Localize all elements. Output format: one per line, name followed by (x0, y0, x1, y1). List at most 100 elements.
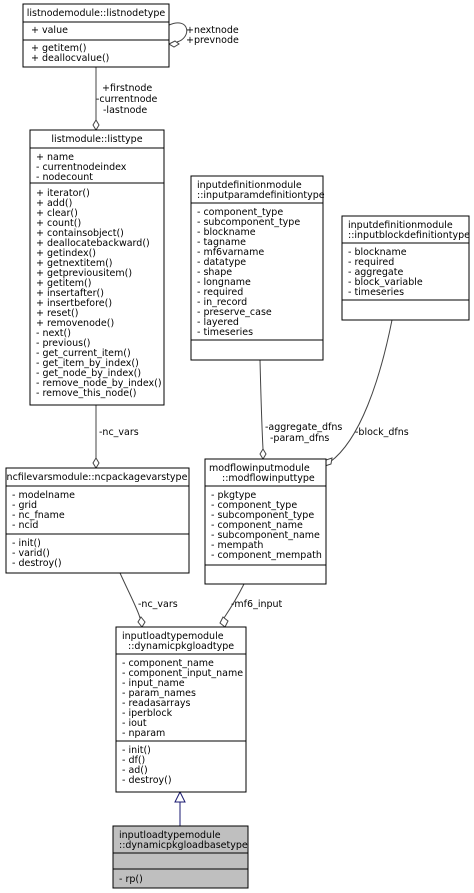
method: + insertbefore() (36, 298, 112, 309)
class-title: listmodule::listtype (51, 134, 142, 145)
diamond-dynamicpkg-ncvars (137, 616, 146, 628)
attribute: - layered (197, 317, 239, 328)
edge-labels: +nextnode +prevnode +firstnode -currentn… (96, 25, 409, 610)
method: - varid() (12, 548, 50, 559)
method: - get_current_item() (36, 348, 131, 359)
class-box-listtype: listmodule::listtype + name - currentnod… (29, 129, 165, 406)
class-title: ::dynamicpkgloadbasetype (119, 840, 248, 851)
class-title-dynamicpkgloadtype: inputloadtypemodule ::dynamicpkgloadtype (122, 631, 234, 652)
edge-label-firstnode: +firstnode (102, 83, 152, 94)
attribute: - component_type (211, 500, 297, 511)
attribute: - datatype (197, 257, 246, 268)
attribute: - grid (12, 500, 37, 511)
attribute: - longname (197, 277, 251, 288)
class-box-inputparamdefinitiontype: inputdefinitionmodule ::inputparamdefini… (190, 175, 325, 361)
class-box-inputblockdefinitiontype: inputdefinitionmodule ::inputblockdefini… (341, 215, 470, 321)
inheritance-arrowhead (174, 790, 186, 803)
attribute: - subcomponent_type (197, 217, 300, 228)
method: + iterator() (36, 188, 90, 199)
class-box-ncpackagevarstype: ncfilevarsmodule::ncpackagevarstype - mo… (5, 467, 190, 574)
class-methods-listnodetype: + getitem() + deallocvalue() (31, 43, 109, 64)
attribute: - component_input_name (122, 668, 243, 679)
edge-label-param-dfns: -param_dfns (270, 433, 329, 444)
method: + getnextitem() (36, 258, 113, 269)
class-methods-dynamicpkgloadtype: - init() - df() - ad() - destroy() (122, 745, 172, 786)
class-title: ncfilevarsmodule::ncpackagevarstype (7, 472, 188, 483)
edge-label-lastnode: -lastnode (103, 105, 147, 116)
attribute: - in_record (197, 297, 247, 308)
attribute: - component_name (211, 520, 303, 531)
attribute: - modelname (12, 490, 75, 501)
method: + deallocvalue() (31, 53, 109, 64)
method: + reset() (36, 308, 78, 319)
method: - remove_this_node() (36, 388, 136, 399)
edge-block-modflowinput (329, 319, 393, 463)
method: - remove_node_by_index() (36, 378, 162, 389)
method: + insertafter() (36, 288, 104, 299)
class-title: ::inputparamdefinitiontype (197, 190, 325, 201)
class-title-listtype: listmodule::listtype (51, 134, 142, 145)
class-title: ::inputblockdefinitiontype (348, 230, 470, 241)
class-methods-listtype: + iterator() + add() + clear() + count()… (36, 188, 162, 399)
edge-label-nc-vars-upper: -nc_vars (99, 427, 139, 438)
diamond-dynamicpkg-mf6input (219, 616, 229, 628)
attribute: - mempath (211, 540, 263, 551)
attribute: - param_names (122, 688, 196, 699)
class-title-inputblockdefinitiontype: inputdefinitionmodule ::inputblockdefini… (348, 220, 470, 241)
attribute: - pkgtype (211, 490, 256, 501)
class-methods-dynamicpkgloadbasetype: - rp() (119, 874, 143, 885)
edge-label-prevnode: +prevnode (186, 35, 239, 46)
method: + count() (36, 218, 81, 229)
edge-label-nc-vars-lower: -nc_vars (138, 599, 178, 610)
attribute: - required (348, 257, 394, 268)
attribute: - currentnodeindex (36, 162, 127, 173)
class-box-dynamicpkgloadbasetype: inputloadtypemodule ::dynamicpkgloadbase… (112, 825, 249, 889)
attribute: - blockname (348, 247, 407, 258)
class-attributes-modflowinputtype: - pkgtype - component_type - subcomponen… (211, 490, 322, 561)
method: + getitem() (36, 278, 91, 289)
method: - init() (12, 538, 41, 549)
class-title: inputdefinitionmodule (348, 220, 453, 231)
class-attributes-listtype: + name - currentnodeindex - nodecount (36, 152, 127, 183)
attribute: - component_type (197, 207, 283, 218)
method: - previous() (36, 338, 90, 349)
edge-label-nextnode: +nextnode (186, 25, 239, 36)
class-attributes-inputparamdefinitiontype: - component_type - subcomponent_type - b… (197, 207, 300, 338)
method: + removenode() (36, 318, 114, 329)
attribute: - component_mempath (211, 550, 322, 561)
attribute: - tagname (197, 237, 246, 248)
class-title: listnodemodule::listnodetype (27, 8, 166, 19)
class-title-modflowinputtype: modflowinputmodule ::modflowinputtype (209, 463, 315, 484)
attribute: - iout (122, 718, 147, 729)
diamond-ncpackagevars (92, 457, 100, 469)
attribute: - readasarrays (122, 698, 191, 709)
class-attributes-inputblockdefinitiontype: - blockname - required - aggregate - blo… (348, 247, 423, 298)
attribute: - iperblock (122, 708, 173, 719)
edge-label-currentnode: -currentnode (96, 94, 158, 105)
edge-label-aggregate-dfns: -aggregate_dfns (265, 422, 342, 433)
edge-param-modflowinput (259, 359, 264, 450)
attribute: - nparam (122, 728, 165, 739)
method: + getitem() (31, 43, 86, 54)
attribute: - block_variable (348, 277, 423, 288)
class-title: inputloadtypemodule (122, 631, 224, 642)
class-attributes-listnodetype: + value (31, 25, 68, 36)
method: + getpreviousitem() (36, 268, 132, 279)
class-attributes-ncpackagevarstype: - modelname - grid - nc_fname - ncid (12, 490, 75, 531)
attribute: - subcomponent_name (211, 530, 320, 541)
attribute: + value (31, 25, 68, 36)
class-title-dynamicpkgloadbasetype: inputloadtypemodule ::dynamicpkgloadbase… (119, 830, 248, 851)
edge-modflowinput-dynamicpkg (223, 583, 245, 619)
class-title: ::dynamicpkgloadtype (128, 641, 234, 652)
method: - rp() (119, 874, 143, 885)
attribute: - component_name (122, 658, 214, 669)
class-title: inputdefinitionmodule (197, 180, 302, 191)
method: - destroy() (12, 558, 62, 569)
edge-label-block-dfns: -block_dfns (355, 427, 409, 438)
class-box-dynamicpkgloadtype: inputloadtypemodule ::dynamicpkgloadtype… (115, 626, 247, 793)
attribute: - blockname (197, 227, 256, 238)
attribute: - input_name (122, 678, 185, 689)
class-title-ncpackagevarstype: ncfilevarsmodule::ncpackagevarstype (7, 472, 188, 483)
attribute: - subcomponent_type (211, 510, 314, 521)
